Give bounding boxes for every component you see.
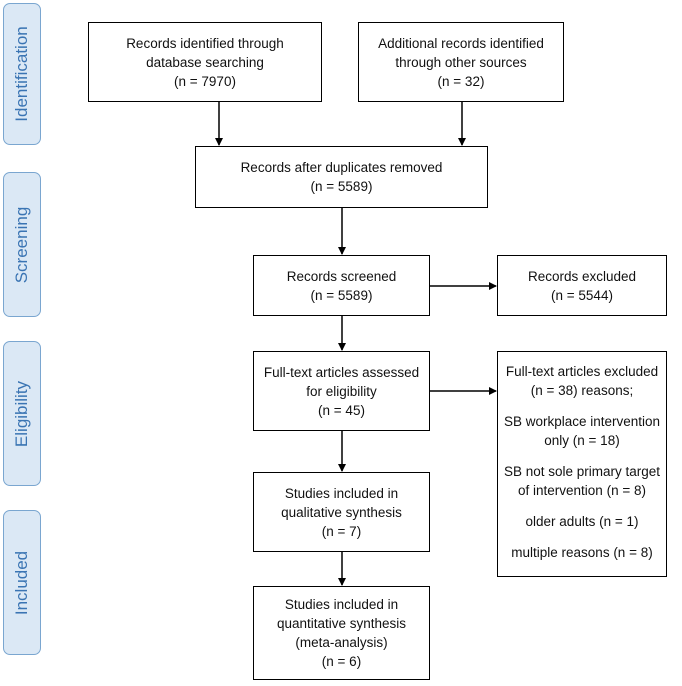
box-duplicates-removed: Records after duplicates removed (n = 55…	[195, 146, 488, 208]
exclusion-reason: older adults (n = 1)	[525, 514, 639, 529]
box-line: Studies included in	[284, 485, 399, 501]
box-line: (meta-analysis)	[295, 635, 388, 650]
box-line: Records excluded	[527, 268, 637, 284]
box-line: (n = 38) reasons;	[530, 383, 634, 398]
box-records-excluded: Records excluded (n = 5544)	[497, 255, 667, 316]
exclusion-reason: SB not sole primary target	[503, 464, 661, 479]
box-qualitative-synthesis: Studies included in qualitative synthesi…	[253, 472, 430, 552]
box-line: (n = 45)	[318, 402, 365, 418]
exclusion-reason: multiple reasons (n = 8)	[511, 545, 653, 560]
exclusion-reason: SB workplace intervention	[503, 414, 661, 429]
exclusion-reason: only (n = 18)	[544, 433, 620, 448]
box-fulltext-excluded: Full-text articles excluded (n = 38) rea…	[497, 351, 667, 577]
box-line: (n = 32)	[437, 73, 485, 89]
box-line: through other sources	[395, 54, 527, 70]
box-line: (n = 7)	[321, 523, 362, 539]
box-line: (n = 6)	[321, 654, 362, 669]
box-records-screened: Records screened (n = 5589)	[253, 255, 430, 316]
box-line: (n = 5544)	[551, 287, 613, 303]
box-line: Records screened	[286, 268, 397, 284]
box-line: Additional records identified	[378, 35, 544, 51]
phase-identification: Identification	[3, 3, 41, 145]
box-line: (n = 5589)	[310, 179, 373, 194]
box-line: for eligibility	[306, 383, 377, 399]
box-line: Records after duplicates removed	[240, 160, 443, 175]
box-database-records: Records identified through database sear…	[88, 22, 322, 102]
box-line: Records identified through	[126, 35, 284, 51]
exclusion-reason: of intervention (n = 8)	[518, 483, 646, 498]
box-fulltext-assessed: Full-text articles assessed for eligibil…	[253, 351, 430, 431]
box-line: Full-text articles excluded	[505, 364, 659, 379]
phase-included: Included	[3, 510, 41, 655]
box-quantitative-synthesis: Studies included in quantitative synthes…	[253, 586, 430, 680]
phase-screening: Screening	[3, 172, 41, 317]
box-line: Studies included in	[284, 597, 399, 612]
box-line: Full-text articles assessed	[263, 364, 420, 380]
box-line: (n = 5589)	[310, 287, 373, 303]
box-line: database searching	[146, 54, 264, 70]
phase-eligibility: Eligibility	[3, 341, 41, 486]
box-other-sources: Additional records identified through ot…	[358, 22, 564, 102]
box-line: quantitative synthesis	[276, 616, 407, 631]
box-line: (n = 7970)	[174, 73, 236, 89]
box-line: qualitative synthesis	[281, 504, 402, 520]
